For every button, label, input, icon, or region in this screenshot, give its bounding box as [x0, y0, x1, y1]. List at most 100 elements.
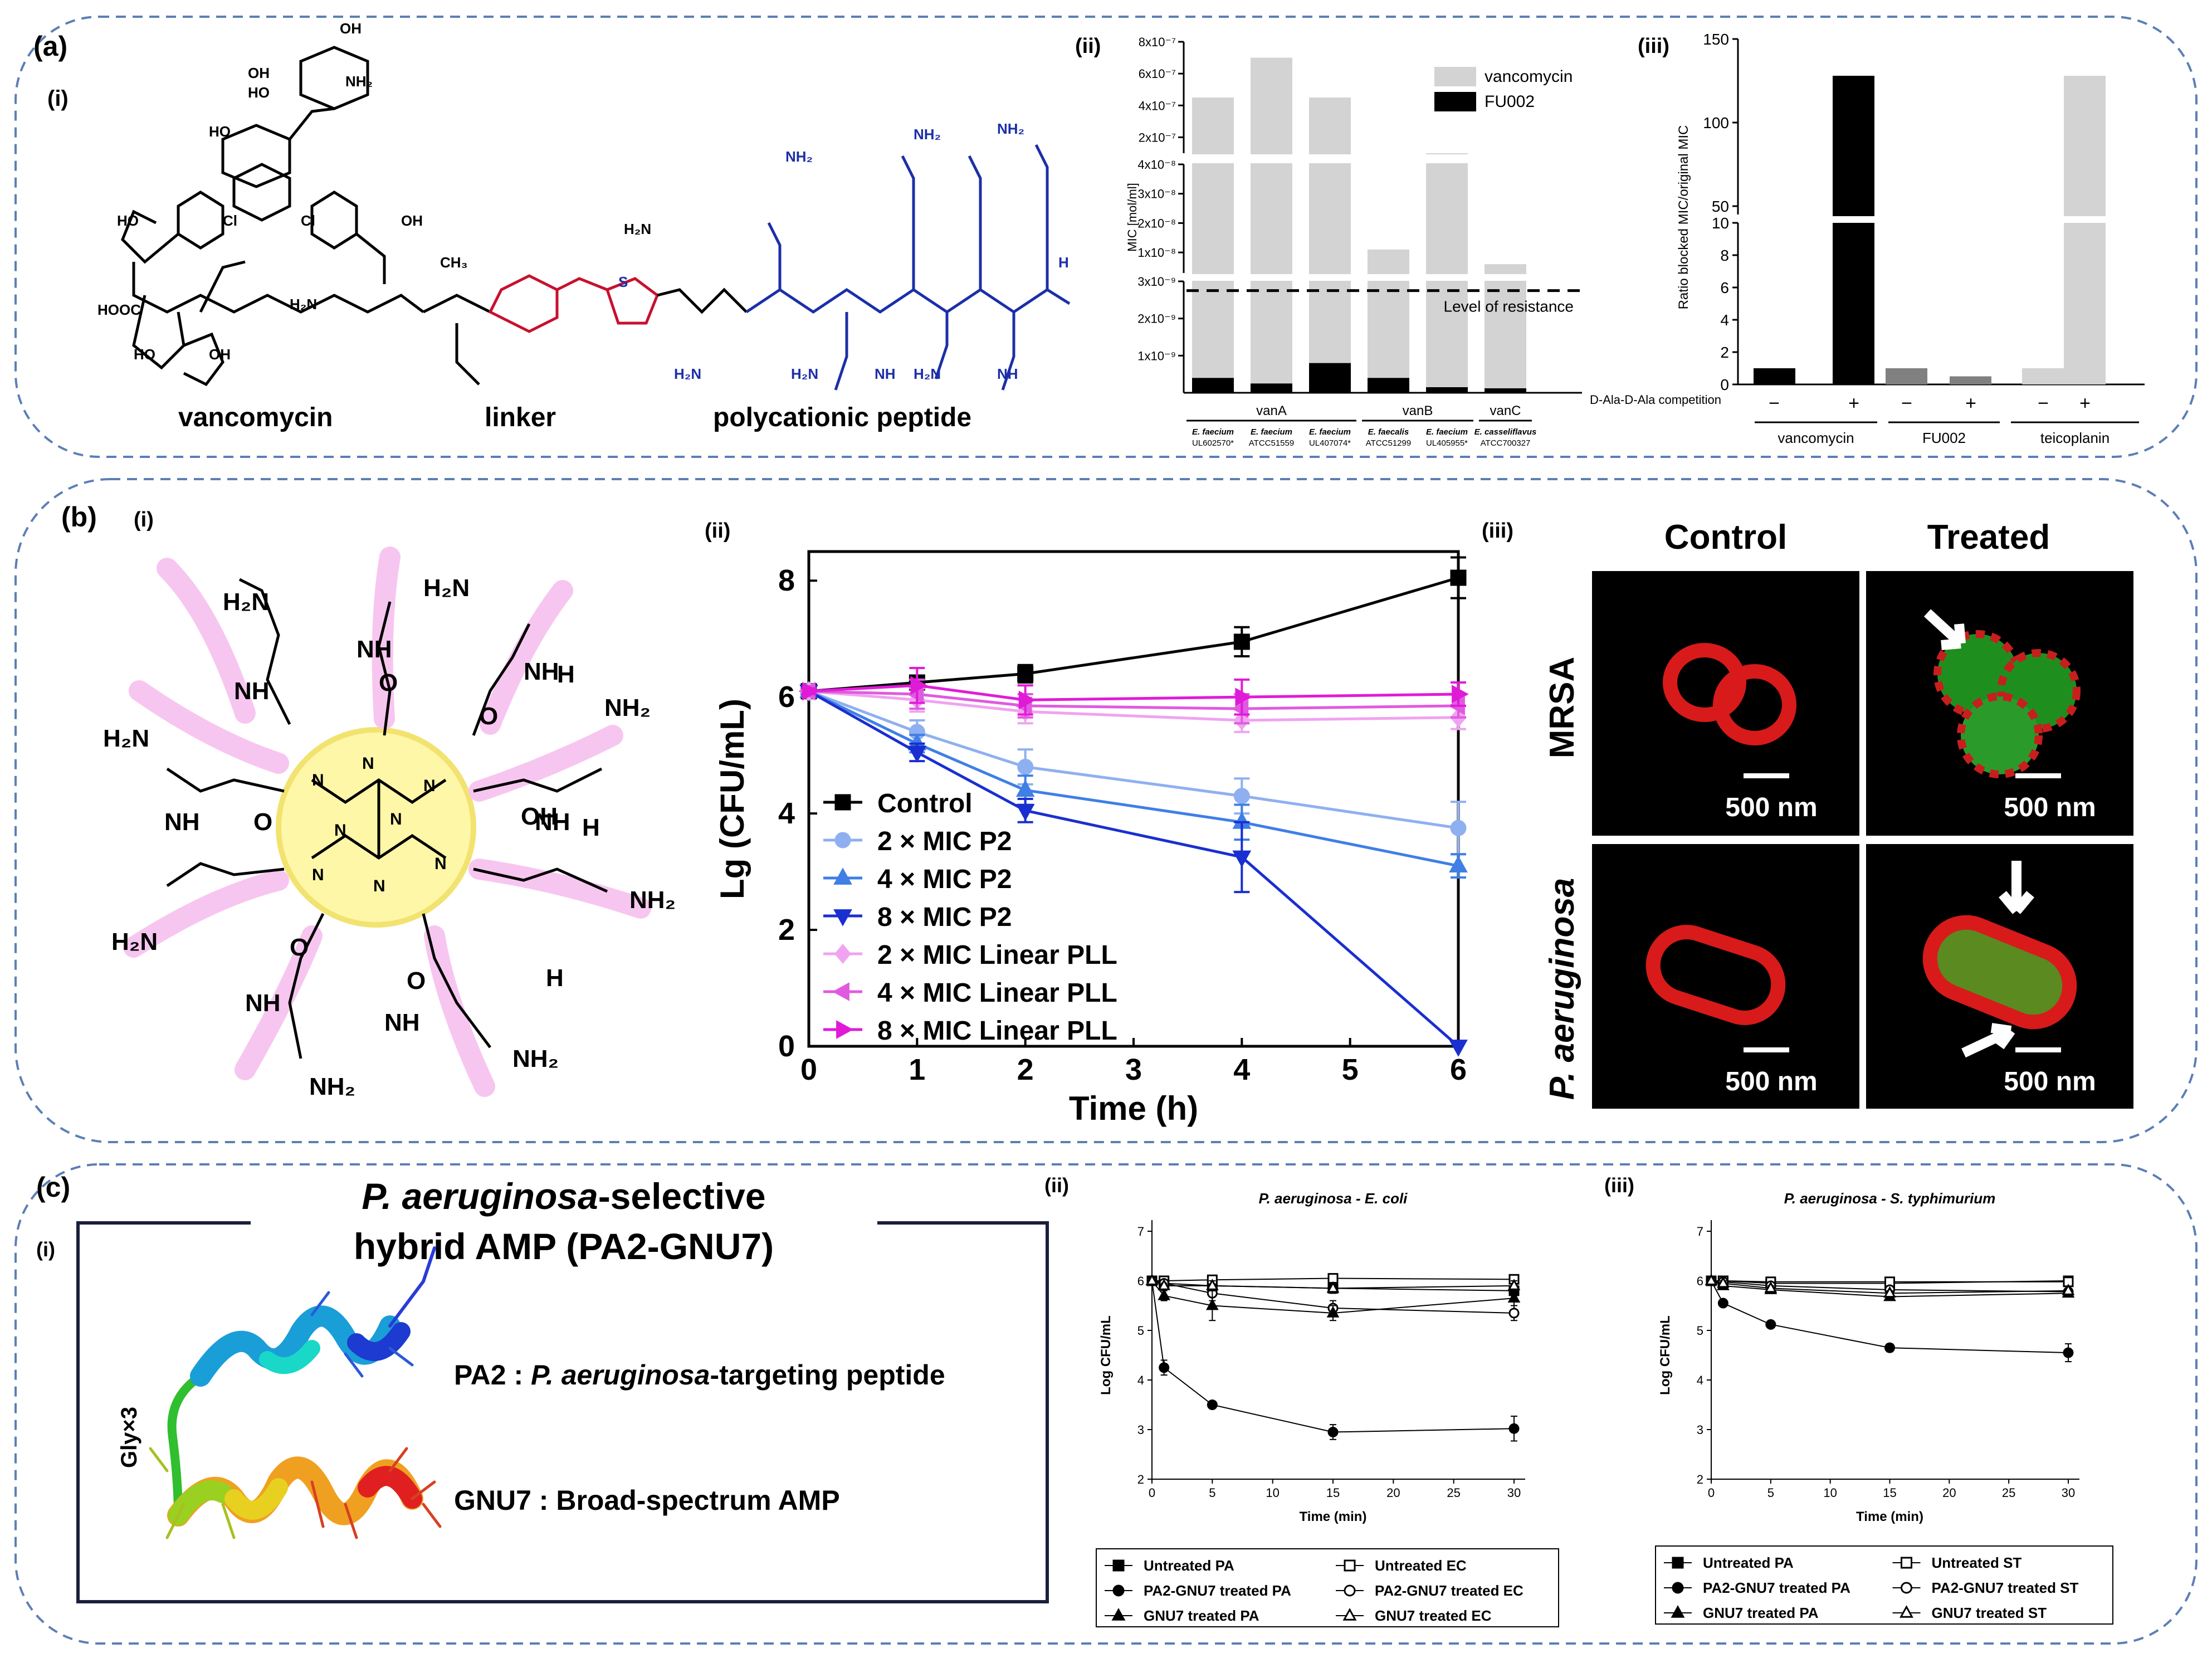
data-point: [1507, 1291, 1521, 1303]
axis-break: [1741, 216, 2131, 223]
legend-label: Untreated PA: [1703, 1554, 1794, 1571]
x-tick-label: 25: [1447, 1486, 1460, 1500]
x-tick-label: 6: [1450, 1053, 1467, 1086]
scale-bar: [1744, 773, 1789, 778]
y-tick-label: 10: [1712, 214, 1729, 232]
bar-fu002: [1426, 387, 1468, 393]
ratio-bar: [2064, 76, 2106, 384]
atom-h-1: H: [1058, 254, 1069, 271]
atom-nh2-b3: NH₂: [309, 1073, 355, 1100]
x-tick-label: 3: [1125, 1053, 1142, 1086]
atom-ho-2: HO: [209, 123, 231, 140]
legend-label: GNU7 treated ST: [1932, 1605, 2047, 1621]
data-point: [1450, 569, 1467, 586]
data-point: [1158, 1279, 1171, 1290]
ratio-bar: [1754, 368, 1795, 384]
atom-h2n-2: H₂N: [624, 221, 651, 237]
atom-oh-b1: OH: [521, 803, 558, 830]
legend-marker: [1671, 1605, 1685, 1618]
legend-marker: [1344, 1559, 1356, 1572]
micrograph-pa-control: [1592, 844, 1859, 1109]
legend-label: 8 × MIC P2: [877, 903, 1012, 932]
pa-cell: [1645, 925, 1786, 1025]
y-tick-label: 6: [778, 680, 795, 714]
atom-cl-2: Cl: [301, 212, 315, 229]
atom-cooh: HOOC: [97, 301, 141, 318]
atom-h2n-4: H₂N: [791, 365, 818, 382]
atom-h2n-5: H₂N: [914, 365, 941, 382]
x-tick-label: 2: [1017, 1053, 1034, 1086]
data-point: [1159, 1362, 1170, 1373]
strain-label: ATCC51559: [1249, 438, 1294, 448]
legend-label: 2 × MIC Linear PLL: [877, 940, 1117, 970]
mic-bar-chart: 1x10⁻⁹2x10⁻⁹3x10⁻⁹1x10⁻⁸2x10⁻⁸3x10⁻⁸4x10…: [1125, 35, 1582, 448]
x-tick-label: 30: [2062, 1486, 2075, 1500]
data-point: [1883, 1286, 1896, 1298]
legend-marker: [1672, 1557, 1684, 1569]
legend-label: GNU7 treated PA: [1144, 1607, 1259, 1624]
atom-nh-b3: NH: [524, 658, 559, 685]
data-point: [1017, 759, 1034, 776]
species-label: E. faecium: [1251, 427, 1292, 437]
y-tick-label: 6: [1697, 1274, 1703, 1288]
panel-c-iii-label: (iii): [1604, 1174, 1634, 1197]
y-axis-label: MIC [mol/ml]: [1125, 183, 1139, 251]
data-point: [1018, 690, 1036, 710]
legend-marker: [1901, 1557, 1912, 1569]
title-italic: P. aeruginosa: [362, 1176, 598, 1217]
x-tick-label: 5: [1342, 1053, 1359, 1086]
data-point: [1205, 1279, 1219, 1290]
atom-oh-4: OH: [209, 346, 231, 363]
bar-fu002: [1485, 388, 1526, 393]
x-tick-label: 10: [1266, 1486, 1279, 1500]
caption-vancomycin: vancomycin: [178, 403, 333, 432]
data-point: [1765, 1319, 1776, 1330]
data-point: [2063, 1347, 2074, 1358]
legend-box: [1096, 1548, 1559, 1627]
legend-marker: [834, 794, 851, 811]
col-header-treated: Treated: [1927, 518, 2050, 557]
x-tick-label: 0: [1149, 1486, 1155, 1500]
atom-o-b5: O: [253, 808, 272, 836]
legend-marker: [1342, 1608, 1357, 1621]
bar-fu002: [1192, 378, 1234, 393]
y-tick-label: 1x10⁻⁸: [1137, 246, 1176, 260]
resistance-label: Level of resistance: [1444, 298, 1574, 315]
scale-bar: [1744, 1047, 1789, 1052]
panel-b-label: (b): [61, 501, 97, 533]
dendrimer-structure: H₂N H₂N NH₂ H₂N NH₂ H₂N NH₂ NH₂ NH NH NH…: [103, 547, 676, 1100]
ratio-bar: [1950, 376, 1991, 384]
y-tick-label: 150: [1703, 31, 1729, 48]
legend-swatch-fu002: [1434, 92, 1476, 111]
y-tick-label: 5: [1137, 1324, 1144, 1338]
competition-sign: −: [2038, 393, 2049, 414]
y-tick-label: 2: [1697, 1472, 1703, 1486]
core-n-7: N: [373, 877, 385, 895]
atom-h-b1: H: [557, 661, 575, 688]
y-tick-label: 4: [1720, 311, 1729, 329]
x-tick-label: 0: [800, 1053, 817, 1086]
y-axis-label: Lg (CFU/mL): [714, 699, 751, 899]
data-point: [1764, 1281, 1778, 1293]
competition-sign: −: [1901, 393, 1912, 414]
atom-s: S: [618, 274, 628, 290]
x-tick-label: 5: [1209, 1486, 1215, 1500]
panel-b-iii-label: (iii): [1482, 519, 1513, 543]
y-tick-label: 8x10⁻⁷: [1139, 35, 1176, 49]
y-tick-label: 6: [1137, 1274, 1144, 1288]
micrograph-grid: Control Treated MRSA P. aeruginosa 500 n…: [1543, 518, 2133, 1109]
species-label: E. faecalis: [1368, 427, 1409, 437]
atom-ch3: CH₃: [440, 254, 468, 271]
atom-h2n-b3: H₂N: [103, 725, 149, 752]
competition-sign: +: [1965, 393, 1976, 414]
legend-label: GNU7 treated EC: [1375, 1607, 1492, 1624]
legend-label: 4 × MIC Linear PLL: [877, 978, 1117, 1008]
data-point: [1327, 1426, 1339, 1437]
y-tick-label: 1x10⁻⁹: [1137, 349, 1176, 363]
hybrid-amp-box: P. aeruginosa-selective hybrid AMP (PA2-…: [76, 1176, 1049, 1603]
legend-label: 8 × MIC Linear PLL: [877, 1016, 1117, 1046]
bar-fu002: [1309, 363, 1351, 393]
panel-a-i-label: (i): [47, 86, 69, 111]
